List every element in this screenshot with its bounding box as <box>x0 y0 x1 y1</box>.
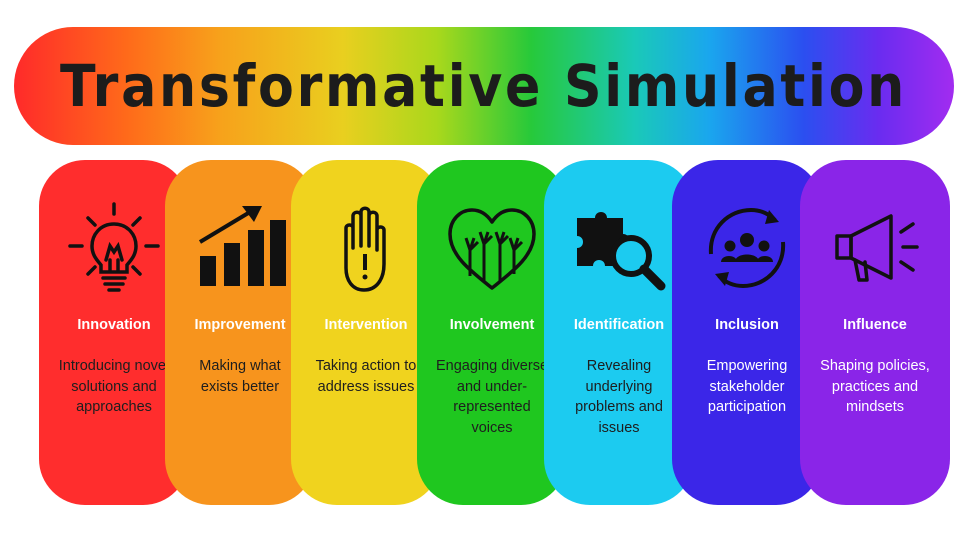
title-banner: Transformative Simulation <box>14 27 954 145</box>
card-innovation: Innovation Introducing novel solutions a… <box>39 160 189 505</box>
card-improvement: Improvement Making what exists better <box>165 160 315 505</box>
megaphone-icon <box>800 198 950 298</box>
card-identification: Identification Revealing underlying prob… <box>544 160 694 505</box>
group-cycle-icon <box>672 198 822 298</box>
card-description: Introducing novel solutions and approach… <box>58 358 170 415</box>
card-involvement: Involvement Engaging diverse and under-r… <box>417 160 567 505</box>
growth-chart-icon <box>165 198 315 298</box>
card-description: Making what exists better <box>199 358 281 395</box>
lightbulb-icon <box>39 198 189 298</box>
card-title: Involvement <box>449 317 535 333</box>
card-influence: Influence Shaping policies, practices an… <box>800 160 950 505</box>
card-description: Empowering stakeholder participation <box>706 358 788 415</box>
heart-hands-icon <box>417 198 567 298</box>
card-intervention: Intervention Taking action to address is… <box>291 160 441 505</box>
card-title: Intervention <box>324 317 408 333</box>
card-title: Identification <box>573 317 665 333</box>
card-description: Engaging diverse and under-represented v… <box>435 358 549 436</box>
card-description: Shaping policies, practices and mindsets <box>820 358 930 415</box>
card-inclusion: Inclusion Empowering stakeholder partici… <box>672 160 822 505</box>
card-description: Revealing underlying problems and issues <box>575 358 663 436</box>
card-description: Taking action to address issues <box>315 358 417 395</box>
page-title: Transformative Simulation <box>60 52 908 120</box>
card-title: Inclusion <box>715 317 779 333</box>
raised-hand-icon <box>291 198 441 298</box>
puzzle-search-icon <box>544 198 694 298</box>
card-title: Influence <box>843 317 907 333</box>
card-title: Improvement <box>194 317 286 333</box>
card-title: Innovation <box>77 317 151 333</box>
